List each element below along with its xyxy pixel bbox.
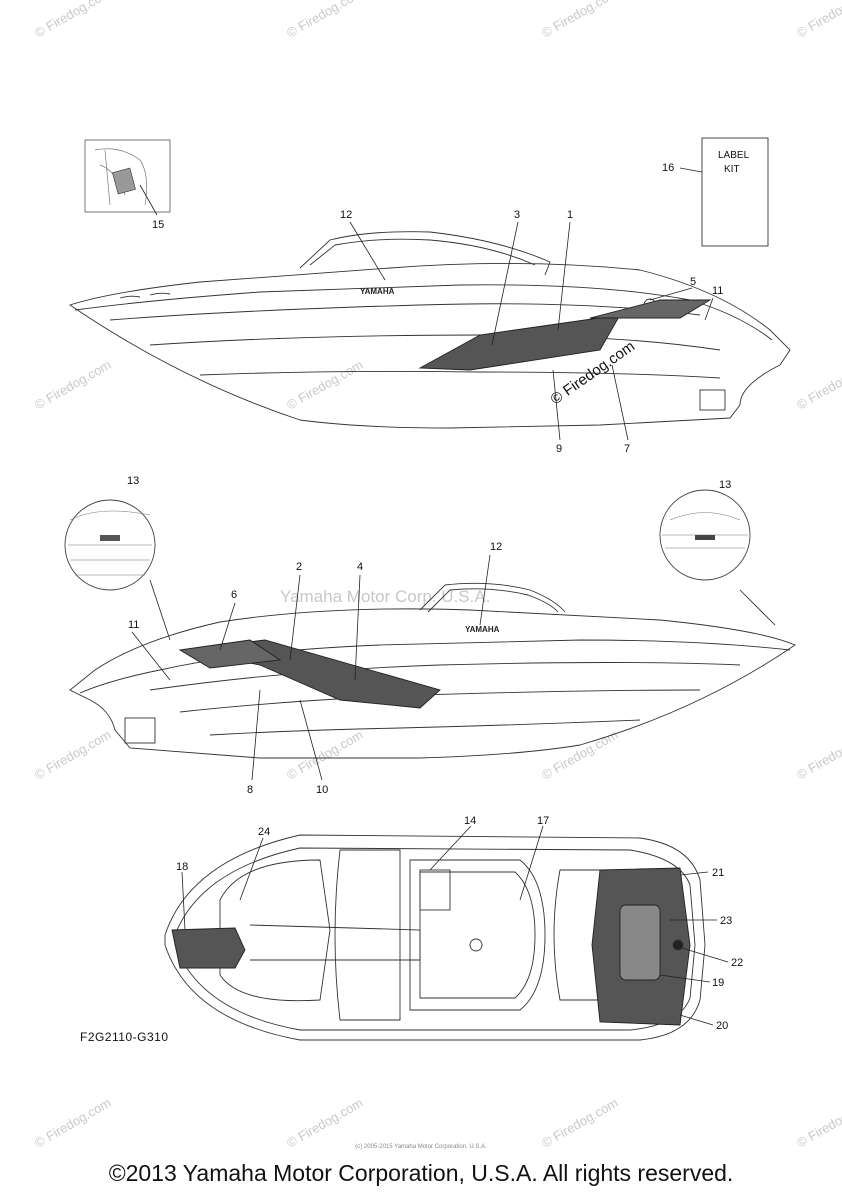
- callout-13-right: 13: [719, 479, 731, 491]
- copyright-notice: ©2013 Yamaha Motor Corporation, U.S.A. A…: [108, 1160, 734, 1186]
- watermark: © Firedog.com: [284, 0, 366, 41]
- label-kit-box: [701, 137, 769, 247]
- side-boat-callouts: 13 13 12 2 4 6 11 8 10: [127, 475, 731, 796]
- callout-11: 11: [712, 285, 723, 297]
- watermark: © Firedog.com: [539, 727, 621, 783]
- callout-14: 14: [464, 815, 476, 827]
- callout-19: 19: [712, 977, 724, 989]
- inset-13-right: [659, 489, 776, 626]
- inset-13-left: [64, 499, 171, 641]
- watermark: © Firedog.com: [32, 0, 114, 41]
- tiny-note: (c) 2005-2015 Yamaha Motor Corporation, …: [355, 1144, 487, 1150]
- watermark: © Firedog.com: [794, 1095, 842, 1151]
- watermark: © Firedog.com: [539, 0, 621, 41]
- callout-16: 16: [662, 162, 674, 174]
- callout-12: 12: [340, 209, 352, 221]
- boat-profile-side: YAMAHA: [69, 582, 796, 759]
- watermark: © Firedog.com: [794, 357, 842, 413]
- callout-22: 22: [731, 957, 743, 969]
- part-code: F2G2110-G310: [80, 1030, 169, 1044]
- label-kit-text-1: LABEL: [718, 150, 750, 161]
- watermark: © Firedog.com: [284, 1095, 366, 1151]
- watermark: © Firedog.com: [32, 1095, 114, 1151]
- inset-15: [84, 139, 171, 216]
- callout-4: 4: [357, 561, 363, 573]
- callout-6: 6: [231, 589, 237, 601]
- watermark: © Firedog.com: [284, 357, 366, 413]
- callout-24: 24: [258, 826, 270, 838]
- boat-plan-view: [164, 834, 706, 1041]
- callout-1: 1: [567, 209, 573, 221]
- callout-13-left: 13: [127, 475, 139, 487]
- callout-10: 10: [316, 784, 328, 796]
- callout-15: 15: [152, 219, 164, 231]
- callout-17: 17: [537, 815, 549, 827]
- callout-3: 3: [514, 209, 520, 221]
- callout-2: 2: [296, 561, 302, 573]
- watermark: © Firedog.com: [32, 357, 114, 413]
- watermark: © Firedog.com: [539, 1095, 621, 1151]
- callout-20: 20: [716, 1020, 728, 1032]
- callout-9: 9: [556, 443, 562, 455]
- callout-23: 23: [720, 915, 732, 927]
- watermark: © Firedog.com: [32, 727, 114, 783]
- hull-text-top: YAMAHA: [360, 287, 395, 296]
- watermark: © Firedog.com: [794, 0, 842, 41]
- callout-7: 7: [624, 443, 630, 455]
- callout-12-side: 12: [490, 541, 502, 553]
- callout-11-side: 11: [128, 619, 139, 631]
- label-kit-text-2: KIT: [724, 164, 740, 175]
- boat-profile-top: YAMAHA: [68, 231, 791, 429]
- label-kit: LABEL KIT 16: [662, 137, 769, 247]
- callout-18: 18: [176, 861, 188, 873]
- callout-8: 8: [247, 784, 253, 796]
- callout-5: 5: [690, 276, 696, 288]
- top-boat-callouts: 12 3 1 5 11 9 7 15: [152, 209, 723, 455]
- corp-watermark: Yamaha Motor Corp. U.S.A.: [280, 587, 490, 606]
- watermark: © Firedog.com: [794, 727, 842, 783]
- watermark: © Firedog.com: [284, 727, 366, 783]
- callout-21: 21: [712, 867, 724, 879]
- hull-text-side: YAMAHA: [465, 625, 500, 634]
- plan-view-callouts: 24 14 17 18 21 23 22 19 20: [176, 815, 743, 1032]
